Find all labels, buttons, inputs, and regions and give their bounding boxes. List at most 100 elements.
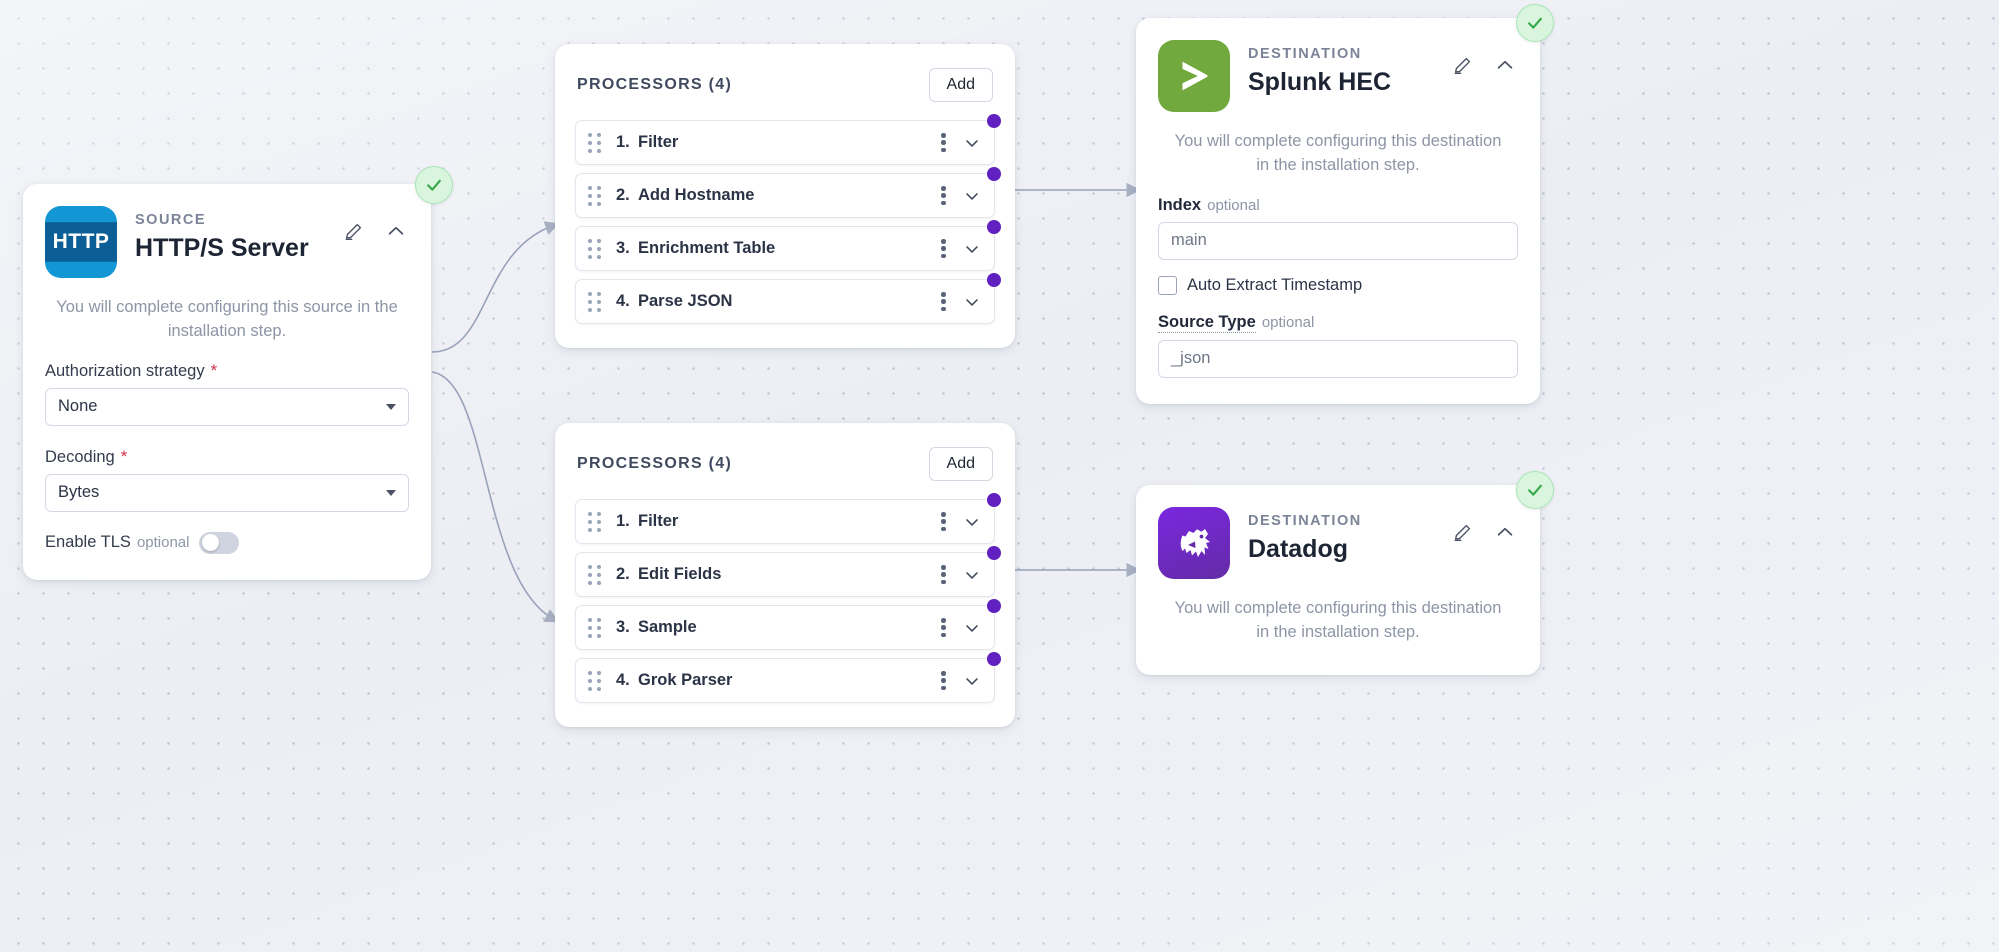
output-port[interactable]	[987, 546, 1001, 560]
field-source-type: Source Type optional _json	[1158, 313, 1518, 378]
chevron-down-icon[interactable]	[962, 133, 982, 153]
processor-name: Edit Fields	[638, 565, 722, 583]
source-type-input[interactable]: _json	[1158, 339, 1518, 378]
processor-row[interactable]: 4. Grok Parser	[575, 652, 1001, 703]
processor-index: 1.	[616, 512, 630, 530]
processor-list-bottom: 1. Filter 2. Edit Fields	[555, 493, 1015, 727]
required-marker: *	[120, 446, 128, 466]
field-decoding: Decoding * Bytes	[45, 448, 409, 512]
decoding-value: Bytes	[58, 483, 100, 502]
chevron-down-icon[interactable]	[962, 186, 982, 206]
datadog-header: DESTINATION Datadog	[1136, 485, 1540, 579]
drag-handle-icon[interactable]	[588, 185, 602, 206]
output-port[interactable]	[987, 652, 1001, 666]
drag-handle-icon[interactable]	[588, 238, 602, 259]
check-icon	[1528, 484, 1542, 496]
output-port[interactable]	[987, 167, 1001, 181]
datadog-status-badge	[1516, 471, 1554, 509]
output-port[interactable]	[987, 114, 1001, 128]
processor-row[interactable]: 4. Parse JSON	[575, 273, 1001, 324]
authorization-strategy-label-text: Authorization strategy	[45, 361, 205, 380]
source-kicker: SOURCE	[135, 212, 207, 228]
enable-tls-toggle[interactable]	[199, 531, 240, 554]
authorization-strategy-value: None	[58, 397, 98, 416]
kebab-menu-icon[interactable]	[941, 565, 946, 584]
processor-name: Grok Parser	[638, 671, 733, 689]
decoding-label-text: Decoding	[45, 447, 115, 466]
chevron-down-icon[interactable]	[962, 565, 982, 585]
processor-group-bottom[interactable]: PROCESSORS (4) Add 1. Filter 2.	[555, 423, 1015, 727]
add-processor-button[interactable]: Add	[928, 447, 993, 481]
processor-row[interactable]: 3. Sample	[575, 599, 1001, 650]
pencil-icon[interactable]	[341, 218, 367, 244]
drag-handle-icon[interactable]	[588, 132, 602, 153]
processor-row[interactable]: 3. Enrichment Table	[575, 220, 1001, 271]
pencil-icon[interactable]	[1450, 519, 1476, 545]
processor-row[interactable]: 2. Edit Fields	[575, 546, 1001, 597]
splunk-header: DESTINATION Splunk HEC	[1136, 18, 1540, 112]
drag-handle-icon[interactable]	[588, 511, 602, 532]
kebab-menu-icon[interactable]	[941, 186, 946, 205]
decoding-select[interactable]: Bytes	[45, 473, 409, 512]
index-input[interactable]: main	[1158, 221, 1518, 260]
processor-index: 3.	[616, 618, 630, 636]
kebab-menu-icon[interactable]	[941, 671, 946, 690]
chevron-up-icon[interactable]	[383, 218, 409, 244]
chevron-up-icon[interactable]	[1492, 52, 1518, 78]
processor-row[interactable]: 2. Add Hostname	[575, 167, 1001, 218]
auto-extract-timestamp-checkbox[interactable]	[1158, 275, 1177, 295]
output-port[interactable]	[987, 599, 1001, 613]
processor-group-top[interactable]: PROCESSORS (4) Add 1. Filter 2.	[555, 44, 1015, 348]
splunk-kicker: DESTINATION	[1248, 46, 1362, 62]
source-node[interactable]: HTTP SOURCE HTTP/S Server Y	[23, 166, 453, 580]
kebab-menu-icon[interactable]	[941, 512, 946, 531]
field-index: Index optional main	[1158, 196, 1518, 260]
output-port[interactable]	[987, 493, 1001, 507]
kebab-menu-icon[interactable]	[941, 239, 946, 258]
destination-node-datadog[interactable]: DESTINATION Datadog You will complete co…	[1136, 471, 1554, 675]
optional-marker: optional	[136, 534, 190, 552]
processor-group-title: PROCESSORS (4)	[577, 455, 733, 472]
field-enable-tls: Enable TLS optional	[45, 531, 409, 554]
authorization-strategy-select[interactable]: None	[45, 387, 409, 426]
add-processor-button[interactable]: Add	[928, 68, 993, 102]
chevron-down-icon[interactable]	[962, 512, 982, 532]
authorization-strategy-label: Authorization strategy *	[45, 362, 409, 381]
auto-extract-timestamp-label: Auto Extract Timestamp	[1187, 275, 1363, 294]
processor-row[interactable]: 1. Filter	[575, 493, 1001, 544]
chevron-up-icon[interactable]	[1492, 519, 1518, 545]
drag-handle-icon[interactable]	[588, 670, 602, 691]
chevron-down-icon[interactable]	[962, 292, 982, 312]
kebab-menu-icon[interactable]	[941, 292, 946, 311]
output-port[interactable]	[987, 220, 1001, 234]
processor-index: 3.	[616, 239, 630, 257]
chevron-down-icon[interactable]	[962, 671, 982, 691]
source-title: HTTP/S Server	[135, 234, 309, 262]
source-type-label-text: Source Type	[1158, 312, 1256, 333]
processor-name: Sample	[638, 618, 697, 636]
kebab-menu-icon[interactable]	[941, 133, 946, 152]
output-port[interactable]	[987, 273, 1001, 287]
processor-name: Parse JSON	[638, 292, 733, 310]
drag-handle-icon[interactable]	[588, 291, 602, 312]
splunk-title: Splunk HEC	[1248, 68, 1392, 96]
enable-tls-label-text: Enable TLS	[45, 533, 131, 552]
splunk-form: Index optional main Auto Extract Timesta…	[1136, 178, 1540, 404]
kebab-menu-icon[interactable]	[941, 618, 946, 637]
optional-marker: optional	[1261, 313, 1315, 331]
processor-index: 1.	[616, 133, 630, 151]
drag-handle-icon[interactable]	[588, 617, 602, 638]
processor-row[interactable]: 1. Filter	[575, 114, 1001, 165]
processor-index: 2.	[616, 186, 630, 204]
http-logo-icon: HTTP	[45, 206, 117, 278]
pencil-icon[interactable]	[1450, 52, 1476, 78]
chevron-down-icon[interactable]	[962, 239, 982, 259]
datadog-dog-icon	[1158, 507, 1230, 579]
chevron-down-icon[interactable]	[962, 618, 982, 638]
drag-handle-icon[interactable]	[588, 564, 602, 585]
splunk-note: You will complete configuring this desti…	[1174, 132, 1502, 174]
check-icon	[427, 179, 441, 191]
datadog-title: Datadog	[1248, 535, 1348, 563]
destination-node-splunk[interactable]: DESTINATION Splunk HEC You will complete…	[1136, 4, 1554, 404]
